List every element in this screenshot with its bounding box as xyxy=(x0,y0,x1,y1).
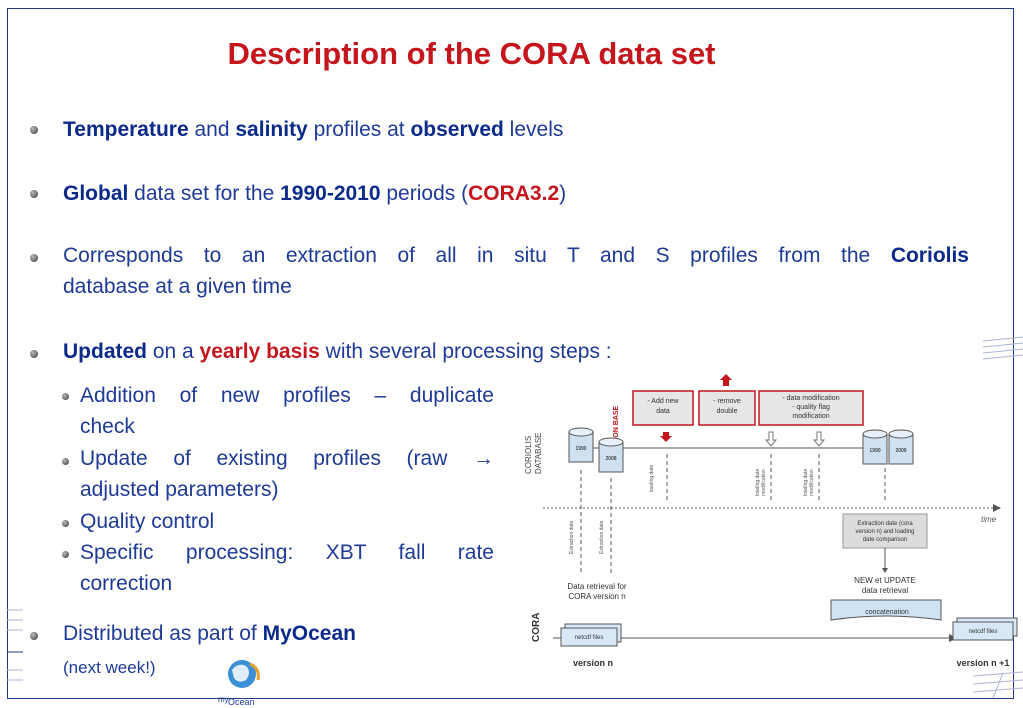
sub-item-update: Update of existing profiles (raw → adjus… xyxy=(80,447,494,501)
netcdf-files-n: netcdf files xyxy=(560,623,622,647)
bullet-corresponds: Corresponds to an extraction of all in s… xyxy=(63,244,969,298)
action-base-label: ACTION BASE xyxy=(613,405,620,454)
database-label: DATABASE xyxy=(534,433,543,475)
sub-bullet-dot xyxy=(62,551,69,558)
svg-text:1990: 1990 xyxy=(575,446,586,452)
add-data-box xyxy=(632,390,694,426)
decorative-lines xyxy=(983,336,1023,360)
svg-text:modification: modification xyxy=(761,469,767,496)
svg-text:double: double xyxy=(716,408,737,415)
extraction-comparison-box xyxy=(842,513,928,549)
decorative-lines-left xyxy=(7,609,23,681)
svg-text:- Add new: - Add new xyxy=(647,398,679,405)
cora-label: CORA xyxy=(531,613,542,642)
svg-text:date comparison: date comparison xyxy=(863,537,907,543)
remove-double-box xyxy=(698,390,756,426)
cora-processing-diagram: ACTION BASE - Add new data - remove doub… xyxy=(524,374,1018,668)
bullet-global-dataset: Global data set for the 1990-2010 period… xyxy=(63,182,567,205)
bullet-dot xyxy=(30,254,38,262)
version-n-label: version n xyxy=(573,658,613,668)
slide-title: Description of the CORA data set xyxy=(227,36,716,71)
svg-text:netcdf files: netcdf files xyxy=(969,629,998,635)
sub-bullet-dot xyxy=(62,393,69,400)
svg-text:version n) and loading: version n) and loading xyxy=(855,529,914,535)
concatenation-label: concatenation xyxy=(865,609,909,616)
new-update-label-2: data retrieval xyxy=(862,586,908,595)
svg-text:Extraction date (cora: Extraction date (cora xyxy=(857,521,913,527)
svg-text:loading date: loading date xyxy=(803,469,809,496)
comparison-arrow-icon xyxy=(882,568,888,573)
coriolis-label: CORIOLIS xyxy=(524,436,533,474)
svg-text:2009: 2009 xyxy=(895,448,906,454)
down-arrow-red-icon xyxy=(660,432,672,442)
sub-bullet-dot xyxy=(62,458,69,465)
svg-text:loading date: loading date xyxy=(755,469,761,496)
bullet-temperature-salinity: Temperature and salinity profiles at obs… xyxy=(63,118,564,141)
bullet-dot xyxy=(30,632,38,640)
next-week-note: (next week!) xyxy=(63,658,156,677)
svg-text:- data modification: - data modification xyxy=(782,395,839,402)
sub-bullet-dot xyxy=(62,520,69,527)
cylinder-2008: 2008 xyxy=(598,437,624,473)
sub-item-specific: Specific processing: XBT fall rate corre… xyxy=(80,541,494,595)
svg-text:- quality flag: - quality flag xyxy=(792,404,830,411)
retrieval-label-2: CORA version n xyxy=(568,592,625,601)
time-arrow-icon xyxy=(993,504,1001,512)
time-label: time xyxy=(981,515,997,524)
data-modification-box xyxy=(758,390,864,426)
sub-item-addition: Addition of new profiles – duplicate che… xyxy=(80,384,494,438)
myocean-logo: my Ocean xyxy=(218,660,260,706)
new-update-label-1: NEW et UPDATE xyxy=(854,576,916,585)
svg-text:netcdf files: netcdf files xyxy=(575,635,604,641)
slide-frame xyxy=(7,8,1014,699)
svg-text:modification: modification xyxy=(792,413,829,420)
svg-text:modification: modification xyxy=(809,469,815,496)
cylinder-1990-b: 1990 xyxy=(862,429,888,465)
bullet-dot xyxy=(30,126,38,134)
decorative-lines-bottom xyxy=(973,671,1023,699)
bullet-distributed: Distributed as part of MyOcean xyxy=(63,622,356,645)
down-arrow-icon xyxy=(764,431,778,447)
svg-text:data: data xyxy=(656,408,670,415)
logo-my: my xyxy=(218,695,229,704)
svg-text:2008: 2008 xyxy=(605,456,616,462)
extraction-label-1: Extraction date xyxy=(569,520,575,554)
retrieval-label-1: Data retrieval for xyxy=(567,582,626,591)
svg-text:1990: 1990 xyxy=(869,448,880,454)
extraction-label-2: Extraction date xyxy=(599,520,605,554)
netcdf-files-n1: netcdf files xyxy=(952,617,1018,641)
version-n1-label: version n +1 xyxy=(957,658,1010,668)
svg-text:- remove: - remove xyxy=(713,398,741,405)
loading-date-label: loading date xyxy=(649,465,655,492)
down-arrow-icon xyxy=(812,431,826,447)
concatenation-shape xyxy=(830,599,942,621)
logo-ocean: Ocean xyxy=(228,697,255,706)
bullet-updated: Updated on a yearly basis with several p… xyxy=(63,340,612,363)
bullet-dot xyxy=(30,190,38,198)
bullet-dot xyxy=(30,350,38,358)
sub-item-quality: Quality control xyxy=(80,510,215,533)
cylinder-1990: 1990 xyxy=(568,427,594,463)
cylinder-2009: 2009 xyxy=(888,429,914,465)
up-arrow-icon xyxy=(720,374,732,386)
